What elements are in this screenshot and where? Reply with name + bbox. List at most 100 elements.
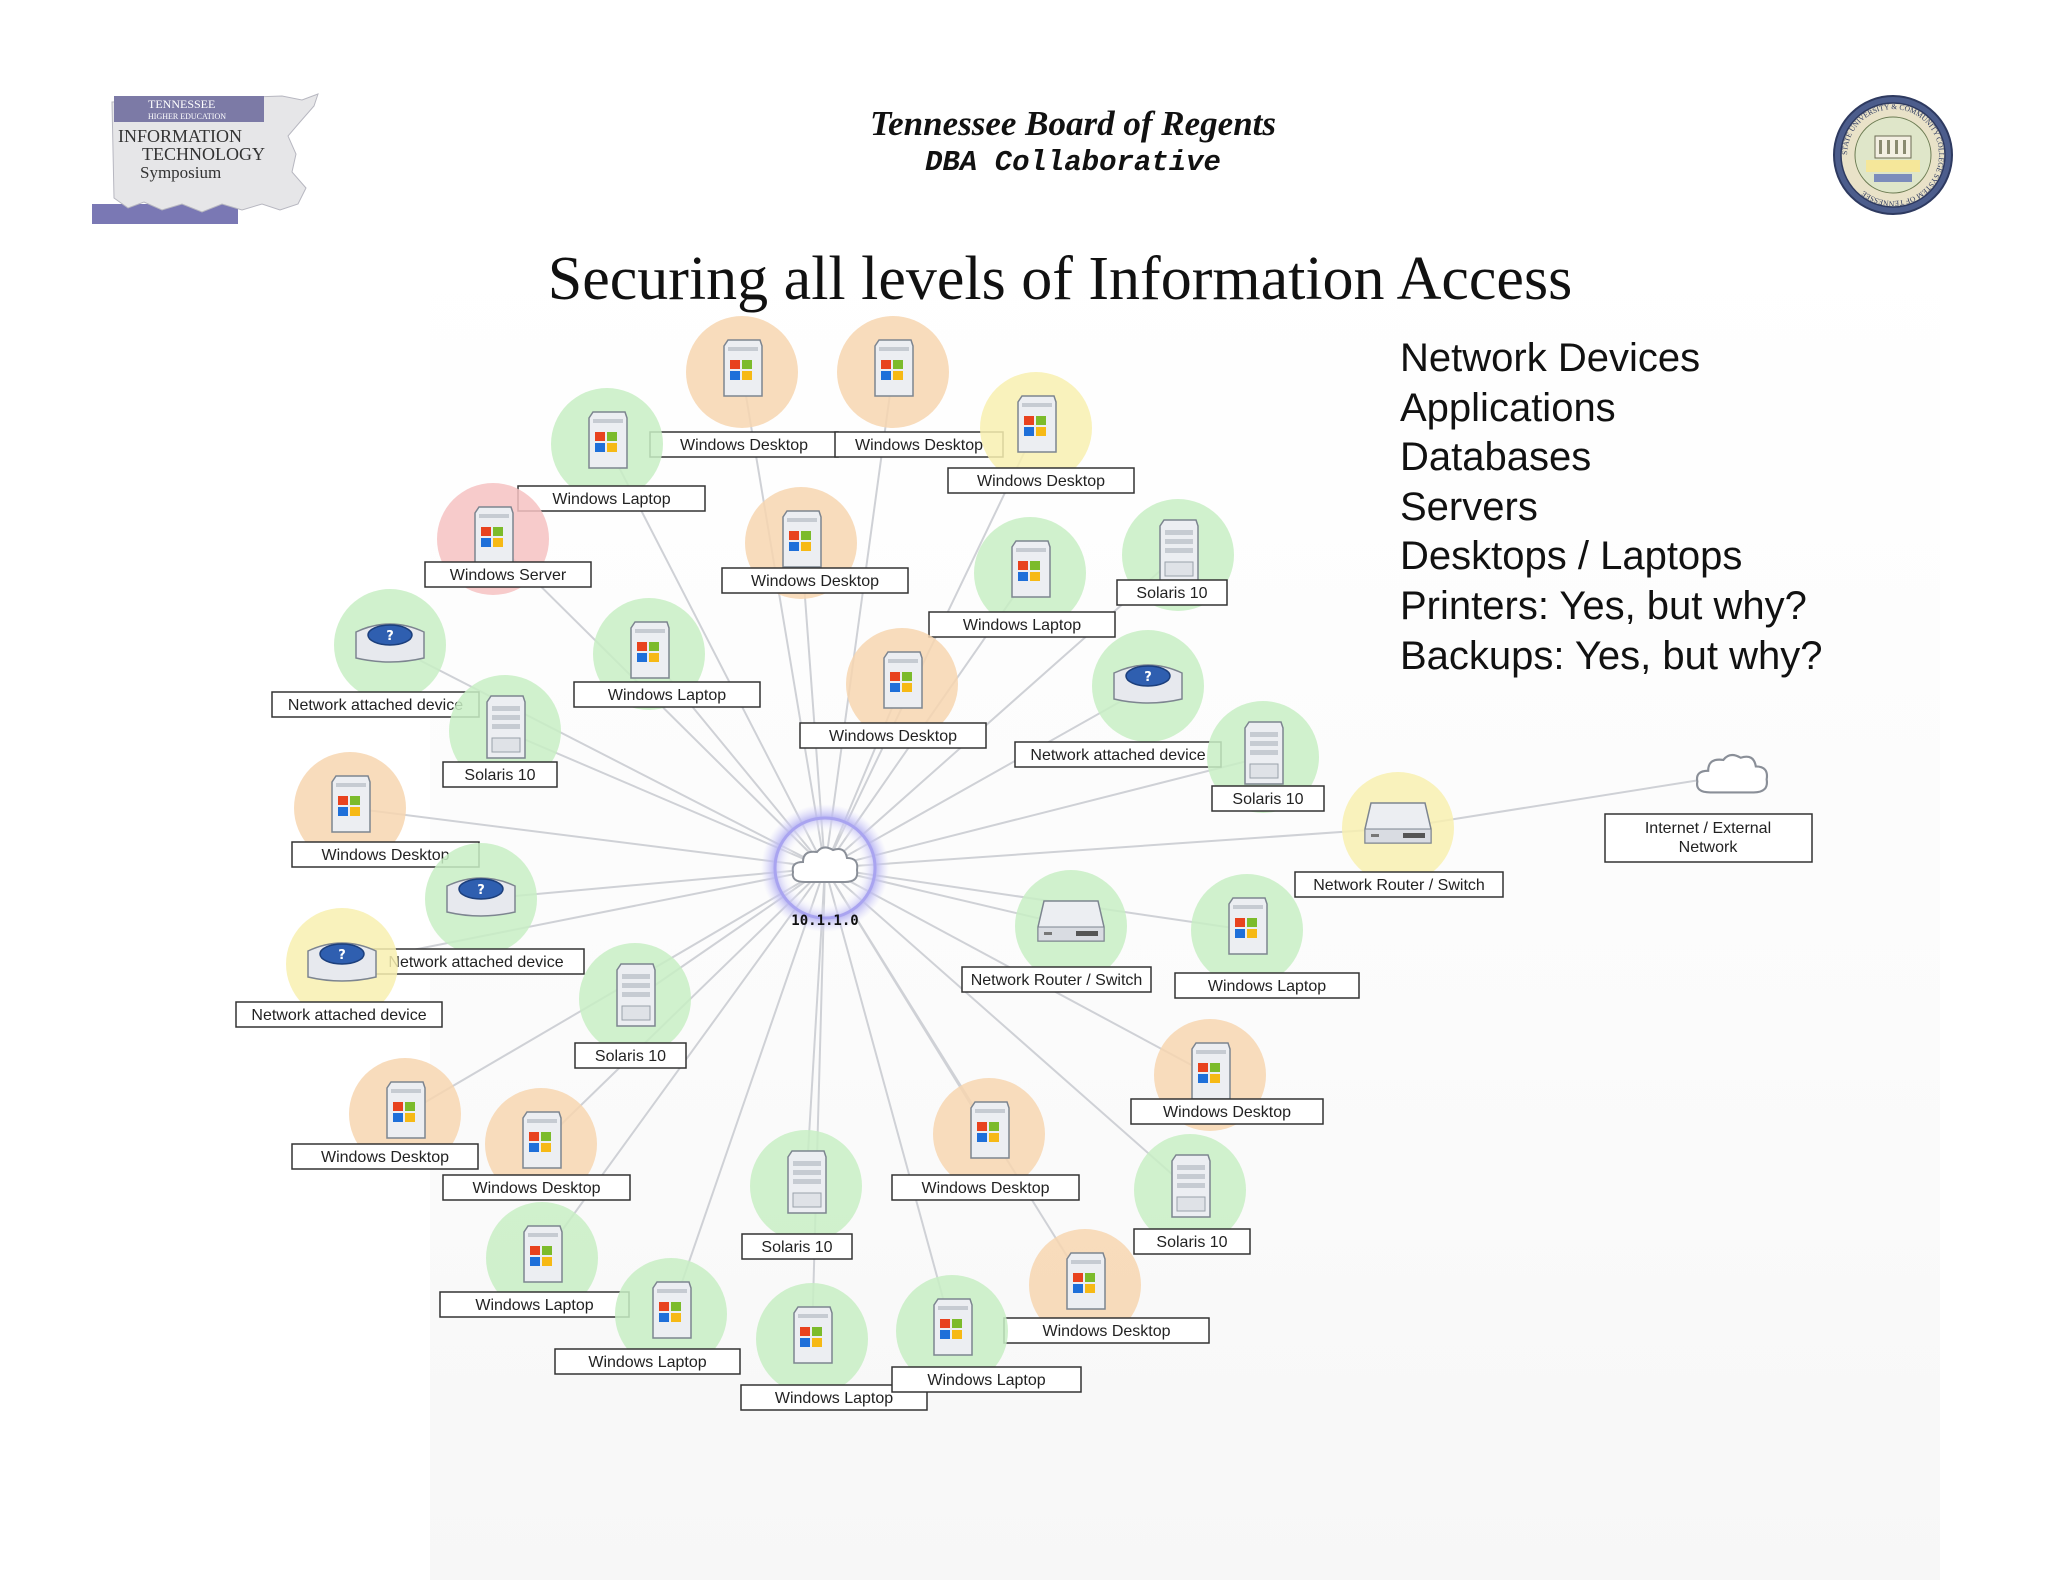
topic-list: Network Devices Applications Databases S…: [1400, 334, 1823, 681]
node-label-box: [1294, 871, 1504, 898]
symposium-logo: TENNESSEE HIGHER EDUCATION INFORMATION T…: [92, 93, 319, 224]
desktop-icon: [474, 506, 514, 564]
node-label-box: [741, 1233, 853, 1260]
desktop-icon: [1228, 897, 1268, 955]
network-node[interactable]: Network attached device: [235, 908, 443, 1028]
node-label-box: [1133, 1228, 1251, 1255]
server-icon: [787, 1150, 827, 1214]
network-node[interactable]: Network attached device: [271, 589, 480, 718]
nas-icon: [446, 877, 516, 917]
router-icon: [1037, 900, 1105, 942]
nas-icon: [1113, 664, 1183, 704]
network-node[interactable]: Windows Laptop: [439, 1202, 630, 1318]
network-node[interactable]: Windows Desktop: [947, 372, 1135, 494]
desktop-icon: [331, 775, 371, 833]
node-label-box: [649, 431, 839, 458]
network-link: [349, 807, 826, 869]
nas-icon: [307, 942, 377, 982]
network-node[interactable]: Windows Desktop: [834, 316, 1004, 458]
node-label-box: [439, 1291, 630, 1318]
node-label: Windows Desktop: [855, 437, 983, 454]
node-label: Windows Desktop: [321, 847, 449, 864]
network-node[interactable]: Windows Desktop: [291, 1058, 479, 1170]
node-label: Windows Laptop: [475, 1297, 593, 1314]
server-icon: [1159, 519, 1199, 583]
network-link: [389, 644, 826, 869]
network-node[interactable]: Windows Desktop: [442, 1088, 631, 1201]
node-label-box: [1174, 972, 1360, 999]
node-label-box: [1130, 1098, 1324, 1125]
server-icon: [1171, 1154, 1211, 1218]
network-node[interactable]: Network Router / Switch: [1294, 772, 1504, 898]
node-label: Windows Server: [450, 567, 567, 584]
network-node[interactable]: Windows Desktop: [649, 316, 839, 458]
node-label-box: [517, 485, 706, 512]
node-label: Windows Desktop: [977, 473, 1105, 490]
network-node[interactable]: Solaris 10: [1207, 701, 1325, 813]
external-label-line-1: Internet / External: [1645, 820, 1771, 837]
node-label: Windows Desktop: [321, 1149, 449, 1166]
topic-item: Network Devices: [1400, 336, 1701, 380]
node-label-box: [424, 561, 592, 588]
topic-item: Printers: Yes, but why?: [1400, 583, 1807, 628]
network-node[interactable]: Solaris 10: [741, 1130, 862, 1260]
network-hub: 10.1.1.0: [761, 804, 889, 932]
node-label: Solaris 10: [1136, 585, 1207, 602]
desktop-icon: [970, 1101, 1010, 1159]
desktop-icon: [1011, 540, 1051, 598]
network-node[interactable]: Windows Server: [424, 483, 592, 595]
node-label: Network attached device: [388, 954, 563, 971]
network-node[interactable]: Solaris 10: [1116, 499, 1234, 611]
logo-line-3: INFORMATION: [118, 126, 242, 146]
node-label-box: [799, 722, 987, 749]
network-node[interactable]: Windows Laptop: [928, 517, 1116, 638]
node-label-box: [1211, 785, 1325, 812]
desktop-icon: [630, 621, 670, 679]
network-node[interactable]: Windows Laptop: [573, 598, 761, 710]
node-label: Solaris 10: [761, 1239, 832, 1256]
node-label-box: [891, 1366, 1082, 1393]
network-node[interactable]: Solaris 10: [442, 675, 561, 788]
network-link: [606, 443, 826, 869]
desktop-icon: [793, 1306, 833, 1364]
node-label: Windows Laptop: [927, 1372, 1045, 1389]
network-node[interactable]: Windows Laptop: [1174, 874, 1360, 999]
node-label-box: [574, 1042, 687, 1069]
topic-item: Backups: Yes, but why?: [1400, 633, 1823, 678]
network-node[interactable]: Network Router / Switch: [961, 870, 1152, 993]
logo-line-5: Symposium: [140, 163, 221, 182]
topic-item: Servers: [1400, 484, 1538, 529]
node-label-box: [1116, 579, 1228, 606]
network-link: [824, 756, 1264, 869]
network-node[interactable]: Solaris 10: [1133, 1134, 1251, 1255]
hub-label: 10.1.1.0: [791, 913, 858, 929]
network-node[interactable]: Network attached device: [367, 843, 585, 975]
node-label: Windows Laptop: [588, 1354, 706, 1371]
network-link: [824, 867, 1191, 1191]
server-icon: [1244, 721, 1284, 785]
node-label: Network Router / Switch: [1313, 877, 1485, 894]
network-link: [670, 867, 826, 1315]
node-label: Network attached device: [1030, 747, 1205, 764]
network-node[interactable]: Windows Desktop: [291, 752, 480, 868]
node-label-box: [291, 1143, 479, 1170]
network-node[interactable]: Network attached device: [1014, 630, 1222, 768]
node-label: Solaris 10: [595, 1048, 666, 1065]
node-label-box: [928, 611, 1116, 638]
desktop-icon: [883, 651, 923, 709]
network-node[interactable]: Windows Desktop: [721, 487, 909, 599]
desktop-icon: [522, 1111, 562, 1169]
network-node[interactable]: Windows Desktop: [891, 1078, 1080, 1201]
node-label: Windows Desktop: [1042, 1323, 1170, 1340]
group-name: DBA Collaborative: [925, 146, 1221, 179]
network-node[interactable]: Solaris 10: [574, 943, 691, 1069]
network-node[interactable]: Windows Desktop: [1130, 1019, 1324, 1131]
network-node[interactable]: Windows Laptop: [554, 1258, 741, 1375]
node-label: Windows Desktop: [751, 573, 879, 590]
topic-item: Applications: [1400, 385, 1616, 430]
network-node[interactable]: Windows Laptop: [891, 1275, 1082, 1393]
node-label-box: [834, 431, 1004, 458]
network-node[interactable]: Windows Laptop: [517, 388, 706, 512]
network-node[interactable]: Windows Desktop: [799, 628, 987, 749]
